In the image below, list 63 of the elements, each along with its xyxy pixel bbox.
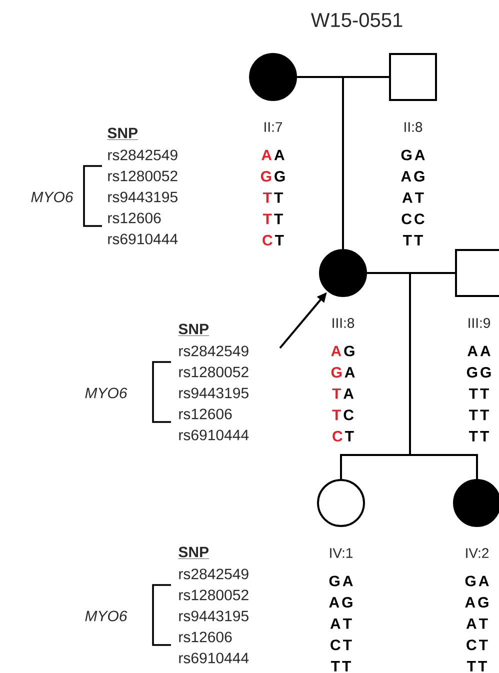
snp-id: rs12606 [108,212,161,224]
column-header: SNP [178,324,210,336]
snp-id: rs6910444 [108,234,178,244]
genotype: T A [332,388,354,399]
snp-id: rs12606 [179,632,232,642]
genotype: A A [262,150,284,160]
genotype: G A [401,150,425,160]
genotype: G A [465,576,489,586]
genotype: TT [331,661,351,672]
genotype: T C [332,410,354,420]
genotype: C C [402,214,424,224]
genotype: TT [263,192,283,203]
snp-id: rs1280052 [179,366,248,378]
snp-id: rs12606 [179,408,232,420]
snp-id: rs2842549 [108,150,178,160]
individual-label: IV:1 [330,548,353,558]
snp-id: rs1280052 [179,590,248,600]
genotype: C T [330,640,352,650]
genotype: G G [260,171,285,182]
genotype: TT [467,661,487,672]
genotype: C T [332,430,354,442]
genotype: A G [465,597,488,608]
column-header: SNP [107,128,138,140]
snp-id: rs6910444 [179,652,249,664]
genotype: A A [468,346,490,356]
genotype: G G [466,367,491,378]
snp-id: rs9443195 [179,610,248,622]
genotype: C T [466,640,488,650]
column-header: SNP [178,546,210,559]
gene-label: MYO6 [85,610,128,622]
genotype: G A [331,367,355,378]
individual-label: III:8 [332,318,354,328]
pedigree-line [342,77,344,249]
genotype: TT [469,431,489,442]
genotype: TT [263,214,283,224]
genotype: A T [466,618,488,629]
genotype: TT [403,235,423,246]
pedigree-line [367,272,455,274]
genotype: A T [402,192,424,203]
genotype: TT [469,388,489,399]
individual-label: II:8 [404,122,422,132]
individual-label: III:9 [468,318,490,328]
genotype: A G [401,171,424,182]
gene-label: MYO6 [85,388,128,398]
snp-id: rs2842549 [179,346,248,356]
genotype: A T [330,618,352,629]
individual-label: IV:2 [466,548,488,558]
genotype: A G [329,597,352,608]
gene-label: MYO6 [31,192,74,202]
individual-label: II:7 [264,122,282,132]
genotype: C T [262,234,284,246]
snp-id: rs9443195 [179,388,248,398]
genotype: A G [331,346,354,356]
title: W15-0551 [310,12,402,28]
snp-id: rs9443195 [108,192,178,202]
pedigree-line [340,273,411,479]
snp-id: rs6910444 [179,430,249,440]
snp-id: rs2842549 [179,568,248,580]
pedigree-line [297,76,389,78]
snp-id: rs1280052 [108,170,178,182]
genotype: G A [329,576,353,586]
genotype: TT [469,410,489,420]
pedigree-line [410,454,478,479]
